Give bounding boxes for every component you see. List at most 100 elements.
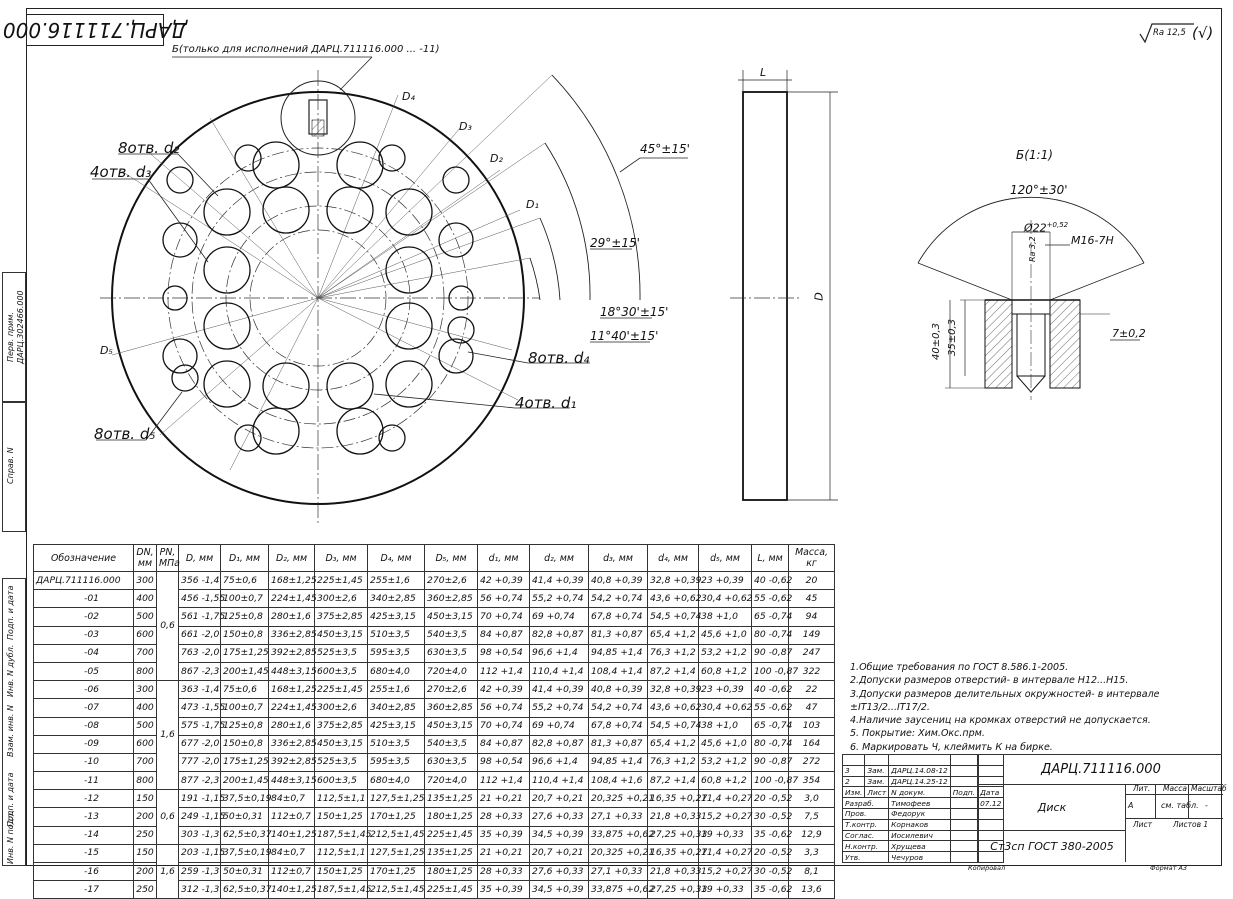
table-cell: 300±2,6	[314, 589, 368, 609]
table-cell: -17	[33, 880, 134, 899]
title-block-outline	[842, 754, 1222, 863]
table-cell: 34,5 +0,39	[529, 825, 589, 845]
table-cell: 60,8 +1,2	[698, 771, 752, 791]
table-cell: 561 -1,75	[178, 607, 225, 627]
table-cell: 84±0,7	[268, 843, 315, 864]
table-cell: 33,875 +0,62	[588, 880, 654, 899]
table-cell: 60,8 +1,2	[698, 661, 752, 682]
table-cell: 87,2 +1,4	[647, 771, 699, 791]
table-cell: 42 +0,39	[477, 680, 530, 700]
title-block-material: Ст3сп ГОСТ 380-2005	[979, 830, 1126, 862]
table-cell: 112±0,7	[268, 807, 315, 827]
table-cell: 27,1 +0,33	[588, 861, 648, 882]
table-cell: 40,8 +0,39	[588, 680, 648, 700]
table-cell: 35 +0,39	[477, 825, 530, 845]
table-cell: 595±3,5	[367, 643, 425, 663]
label-D5: D₅	[100, 344, 113, 357]
table-cell: 135±1,25	[424, 843, 478, 864]
table-cell: 67,8 +0,74	[588, 607, 648, 627]
table-cell: 96,6 +1,4	[529, 752, 589, 773]
table-cell-pn: 1,6	[156, 843, 179, 899]
table-cell: -10	[33, 752, 134, 773]
table-cell: 112 +1,4	[477, 661, 530, 682]
table-cell: 21 +0,21	[477, 843, 530, 864]
table-cell: 76,3 +1,2	[647, 752, 699, 773]
table-cell: 400	[133, 589, 157, 609]
table-cell: 200±1,45	[220, 771, 269, 791]
spec-header-7: D₄, мм	[367, 544, 425, 572]
strip-cell-inv	[2, 578, 26, 866]
detail-diameter: Ø22+0,52	[1024, 221, 1069, 235]
table-cell: 94,85 +1,4	[588, 643, 648, 663]
technical-notes: 1.Общие требования по ГОСТ 8.586.1-2005.…	[850, 661, 1233, 754]
table-cell: 69 +0,74	[529, 607, 589, 627]
drawing-views	[92, 56, 1145, 525]
table-cell: 150±0,8	[220, 625, 269, 645]
table-cell: 249 -1,15	[178, 807, 225, 827]
format-label: Формат A3	[1150, 864, 1188, 872]
table-cell: 150±1,25	[314, 807, 368, 827]
table-cell: 23 +0,39	[698, 570, 752, 591]
table-cell: 67,8 +0,74	[588, 716, 648, 736]
table-cell: 32,8 +0,39	[647, 570, 702, 591]
table-cell: 200	[133, 807, 157, 827]
table-cell: 62,5±0,37	[220, 880, 272, 899]
table-cell: 53,2 +1,2	[698, 752, 752, 773]
table-cell: 94	[788, 607, 835, 627]
table-cell: 112 +1,4	[477, 771, 530, 791]
spec-header-12: d₄, мм	[647, 544, 699, 572]
spec-header-1: DN, мм	[133, 544, 157, 572]
table-cell: 360±2,85	[424, 589, 478, 609]
table-cell: 94,85 +1,4	[588, 752, 648, 773]
table-cell: 16,35 +0,27	[647, 843, 707, 864]
note-line: 2.Допуски размеров отверстий- в интервал…	[850, 675, 1129, 687]
spec-header-11: d₃, мм	[588, 544, 648, 572]
table-cell: 90 -0,87	[751, 643, 792, 663]
table-cell: 867 -2,3	[178, 661, 221, 682]
table-cell: 312 -1,3	[178, 880, 221, 899]
table-cell: 200	[133, 861, 157, 882]
table-cell: 187,5±1,45	[314, 825, 371, 845]
table-cell: 170±1,25	[367, 807, 425, 827]
table-cell: 37,5±0,19	[220, 843, 272, 864]
side-label-L: L	[760, 66, 767, 79]
table-cell: 168±1,25	[268, 680, 317, 700]
table-cell: 76,3 +1,2	[647, 643, 699, 663]
note-line: 1.Общие требования по ГОСТ 8.586.1-2005.	[850, 662, 1069, 673]
table-cell: 150±0,8	[220, 734, 269, 754]
table-cell: 630±3,5	[424, 752, 478, 773]
table-cell: 720±4,0	[424, 771, 478, 791]
table-cell: 336±2,85	[268, 625, 317, 645]
table-cell: 50±0,31	[220, 861, 269, 882]
table-cell: 425±3,15	[367, 607, 425, 627]
table-cell: 247	[788, 643, 835, 663]
table-cell: -06	[33, 680, 134, 700]
table-cell: 677 -2,0	[178, 734, 221, 754]
table-cell: 56 +0,74	[477, 698, 530, 718]
view-b-title: Б(только для исполнений ДАРЦ.711116.000 …	[172, 44, 440, 55]
label-D4: D₄	[402, 90, 415, 103]
table-cell: 700	[133, 643, 157, 663]
table-cell: 7,5	[788, 807, 835, 827]
table-cell: 28 +0,33	[477, 861, 530, 882]
table-cell: 38 +1,0	[698, 607, 752, 627]
table-cell: 80 -0,74	[751, 734, 792, 754]
label-d1: 4отв. d₁	[515, 394, 577, 412]
table-cell: 35 -0,62	[751, 880, 792, 899]
table-cell: 40 -0,62	[751, 570, 792, 591]
table-cell: 42 +0,39	[477, 570, 530, 591]
table-cell: 425±3,15	[367, 716, 425, 736]
table-cell: -04	[33, 643, 134, 663]
table-cell: -09	[33, 734, 134, 754]
table-cell: 21 +0,21	[477, 789, 530, 809]
table-cell: 225±1,45	[424, 825, 478, 845]
table-cell: 20,325 +0,21	[588, 789, 654, 809]
angle-18: 18°30'±15'	[600, 305, 669, 319]
table-cell: 877 -2,3	[178, 771, 221, 791]
title-block-person-row: Утв.Чечуров	[841, 851, 1005, 863]
